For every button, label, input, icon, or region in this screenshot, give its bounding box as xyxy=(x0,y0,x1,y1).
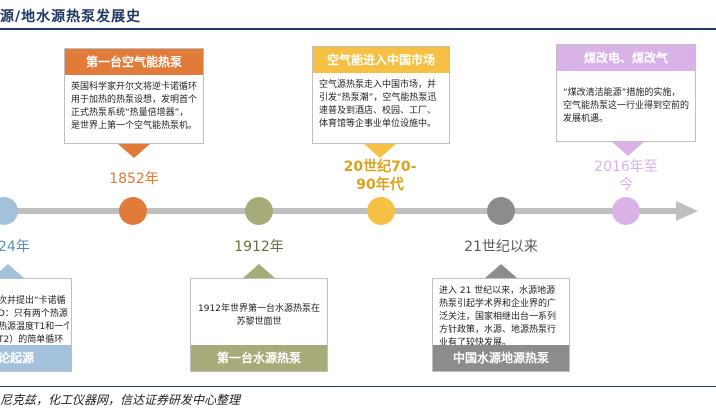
timeline-dot-2016 xyxy=(612,197,640,225)
card-pointer-21st-century xyxy=(485,264,517,278)
timeline-dot-21st-century xyxy=(487,197,515,225)
card-title-first-water-source: 第一台水源热泵 xyxy=(191,345,327,371)
card-text-theory-origin-line-2: D：只有两个热源 xyxy=(0,309,68,319)
card-pointer-1912 xyxy=(243,264,275,278)
card-title-air-source-china: 空气能进入中国市场 xyxy=(313,47,449,73)
card-air-source-enters-china: 空气能进入中国市场 空气源热泵走入中国市场，并引发“热泵潮”，空气能热泵迅速普及… xyxy=(312,46,450,144)
year-label-21st-century: 21世纪以来 xyxy=(464,239,538,255)
timeline-axis xyxy=(0,208,680,214)
card-text-theory-origin: 次并提出“卡诺循 D：只有两个热源 热源温度T1和一个 T2）的简单循环 xyxy=(0,295,69,347)
card-pointer-1852 xyxy=(118,144,150,158)
year-label-1912: 1912年 xyxy=(234,239,284,255)
year-label-1852: 1852年 xyxy=(109,171,159,187)
page-title: 源/地水源热泵发展史 xyxy=(0,9,142,25)
card-china-water-ground-source: 进入 21 世纪以来，水源地源热泵引起学术界和企业界的广泛关注，国家相继出台一系… xyxy=(432,278,570,372)
card-theory-origin: 次并提出“卡诺循 D：只有两个热源 热源温度T1和一个 T2）的简单循环 论起源 xyxy=(0,278,72,372)
card-text-china-water-ground: 进入 21 世纪以来，水源地源热泵引起学术界和企业界的广泛关注，国家相继出台一系… xyxy=(439,286,557,348)
card-pointer-1824 xyxy=(0,264,24,278)
card-text-first-air-source: 英国科学家开尔文将逆卡诺循环用于加热的热泵设想，发明首个正式热泵系统“热量倍增器… xyxy=(71,82,198,131)
header-rule xyxy=(0,28,716,30)
page-header: 源/地水源热泵发展史 xyxy=(0,0,716,30)
card-first-water-source-heat-pump: 1912年世界第一台水源热泵在苏黎世面世 第一台水源热泵 xyxy=(190,278,328,372)
card-text-theory-origin-line-4: T2）的简单循环 xyxy=(0,335,64,345)
card-pointer-1970s xyxy=(364,144,396,158)
year-label-2016: 2016年至今 xyxy=(594,159,658,193)
card-pointer-2016 xyxy=(612,142,644,156)
footer-rule xyxy=(0,386,716,387)
card-title-coal-to-electric: 煤改电、煤改气 xyxy=(557,45,695,71)
source-note: 尼克兹，化工仪器网，信达证券研发中心整理 xyxy=(0,393,241,407)
year-label-1970s: 20世纪70-90年代 xyxy=(343,159,417,193)
timeline-arrow-icon xyxy=(676,201,698,221)
year-label-1824: 24年 xyxy=(0,239,30,255)
card-title-china-water-ground: 中国水源地源热泵 xyxy=(433,345,569,371)
card-text-first-water-source: 1912年世界第一台水源热泵在苏黎世面世 xyxy=(198,304,320,327)
card-title-first-air-source: 第一台空气能热泵 xyxy=(65,49,203,75)
card-text-coal-to-electric: “煤改清洁能源”措施的实施，空气能热泵这一行业得到空前的发展机遇。 xyxy=(563,88,690,124)
timeline-dot-1852 xyxy=(119,197,147,225)
card-text-theory-origin-line-3: 热源温度T1和一个 xyxy=(0,322,69,332)
timeline-dot-1912 xyxy=(245,197,273,225)
timeline-dot-1970s xyxy=(367,197,395,225)
card-text-theory-origin-line-1: 次并提出“卡诺循 xyxy=(0,296,66,306)
card-title-theory-origin: 论起源 xyxy=(0,345,71,371)
card-text-air-source-china: 空气源热泵走入中国市场，并引发“热泵潮”，空气能热泵迅速普及到酒店、校园、工厂、… xyxy=(319,80,437,129)
timeline-dot-1824 xyxy=(0,197,18,225)
card-coal-to-electric-gas: 煤改电、煤改气 “煤改清洁能源”措施的实施，空气能热泵这一行业得到空前的发展机遇… xyxy=(556,44,696,142)
card-first-air-source-heat-pump: 第一台空气能热泵 英国科学家开尔文将逆卡诺循环用于加热的热泵设想，发明首个正式热… xyxy=(64,48,204,144)
